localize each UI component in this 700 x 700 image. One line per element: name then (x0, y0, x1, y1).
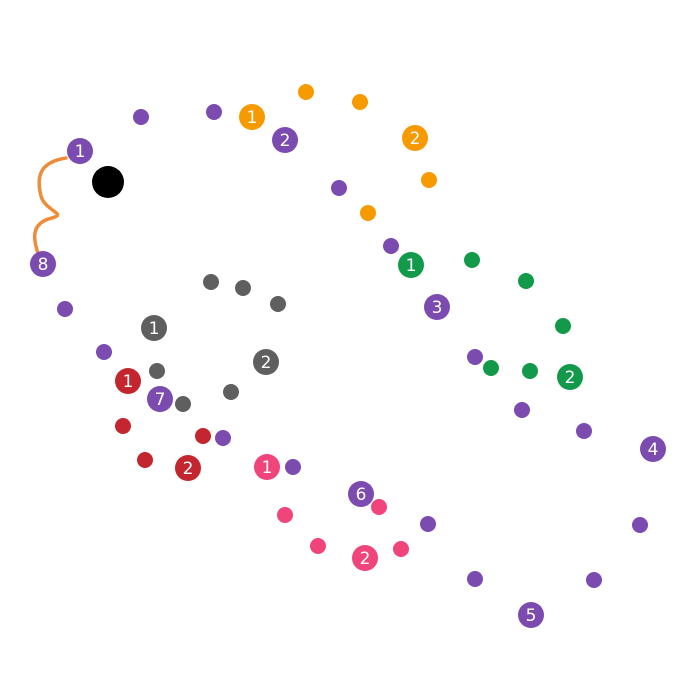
drawn-trail (32, 156, 68, 258)
node-number: 1 (75, 142, 86, 162)
node-circle (67, 138, 93, 164)
purple-numbered-node-7[interactable]: 7 (147, 386, 173, 412)
node-number: 1 (149, 319, 160, 339)
purple-dot[interactable] (133, 109, 149, 125)
node-circle (253, 349, 279, 375)
orange-dot[interactable] (298, 84, 314, 100)
gray-dot[interactable] (270, 296, 286, 312)
purple-numbered-node-8[interactable]: 8 (30, 251, 56, 277)
node-circle (348, 481, 374, 507)
purple-dot[interactable] (96, 344, 112, 360)
node-number: 2 (261, 353, 272, 373)
purple-dot[interactable] (467, 349, 483, 365)
purple-numbered-node-3[interactable]: 3 (424, 294, 450, 320)
node-number: 1 (262, 458, 273, 478)
purple-numbered-node-4[interactable]: 4 (640, 436, 666, 462)
pink-dot[interactable] (310, 538, 326, 554)
gray-dot[interactable] (203, 274, 219, 290)
pink-numbered-node-2[interactable]: 2 (352, 545, 378, 571)
purple-numbered-node-6[interactable]: 6 (348, 481, 374, 507)
node-circle (239, 104, 265, 130)
node-circle (175, 455, 201, 481)
orange-dot[interactable] (352, 94, 368, 110)
node-circle (557, 364, 583, 390)
node-number: 8 (38, 255, 49, 275)
node-circle (352, 545, 378, 571)
purple-numbered-node-1[interactable]: 1 (67, 138, 93, 164)
purple-dot[interactable] (632, 517, 648, 533)
node-circle (424, 294, 450, 320)
purple-dot[interactable] (331, 180, 347, 196)
pink-dot[interactable] (277, 507, 293, 523)
orange-numbered-node-2[interactable]: 2 (402, 125, 428, 151)
green-dot[interactable] (464, 252, 480, 268)
node-number: 4 (648, 440, 659, 460)
node-circle (640, 436, 666, 462)
node-number: 2 (360, 549, 371, 569)
node-circle (398, 252, 424, 278)
green-numbered-node-1[interactable]: 1 (398, 252, 424, 278)
node-circle (141, 315, 167, 341)
node-number: 2 (565, 368, 576, 388)
gray-dot[interactable] (223, 384, 239, 400)
player-ball[interactable] (92, 166, 124, 198)
node-circle (254, 454, 280, 480)
green-dot[interactable] (555, 318, 571, 334)
orange-dot[interactable] (360, 205, 376, 221)
node-number: 6 (356, 485, 367, 505)
green-dot[interactable] (522, 363, 538, 379)
node-number: 2 (410, 129, 421, 149)
green-dot[interactable] (483, 360, 499, 376)
red-numbered-node-2[interactable]: 2 (175, 455, 201, 481)
purple-dot[interactable] (57, 301, 73, 317)
node-number: 5 (526, 606, 537, 626)
purple-dot[interactable] (586, 572, 602, 588)
purple-numbered-node-2[interactable]: 2 (272, 127, 298, 153)
pink-dot[interactable] (371, 499, 387, 515)
red-dot[interactable] (115, 418, 131, 434)
red-dot[interactable] (195, 428, 211, 444)
node-number: 1 (247, 108, 258, 128)
purple-dot[interactable] (383, 238, 399, 254)
purple-dot[interactable] (285, 459, 301, 475)
purple-dot[interactable] (514, 402, 530, 418)
gray-dot[interactable] (235, 280, 251, 296)
pink-dot[interactable] (393, 541, 409, 557)
purple-dot[interactable] (215, 430, 231, 446)
node-number: 3 (432, 298, 443, 318)
node-circle (402, 125, 428, 151)
purple-dot[interactable] (206, 104, 222, 120)
node-number: 2 (280, 131, 291, 151)
gray-numbered-node-1[interactable]: 1 (141, 315, 167, 341)
node-circle (147, 386, 173, 412)
node-number: 1 (123, 372, 134, 392)
node-circle (30, 251, 56, 277)
gray-dot[interactable] (149, 363, 165, 379)
green-dot[interactable] (518, 273, 534, 289)
orange-dot[interactable] (421, 172, 437, 188)
node-number: 2 (183, 459, 194, 479)
pink-numbered-node-1[interactable]: 1 (254, 454, 280, 480)
purple-dot[interactable] (420, 516, 436, 532)
purple-dot[interactable] (467, 571, 483, 587)
node-circle (272, 127, 298, 153)
gray-numbered-node-2[interactable]: 2 (253, 349, 279, 375)
red-dot[interactable] (137, 452, 153, 468)
node-circle (518, 602, 544, 628)
orange-numbered-node-1[interactable]: 1 (239, 104, 265, 130)
node-number: 7 (155, 390, 166, 410)
node-circle (115, 368, 141, 394)
green-numbered-node-2[interactable]: 2 (557, 364, 583, 390)
purple-numbered-node-5[interactable]: 5 (518, 602, 544, 628)
purple-dot[interactable] (576, 423, 592, 439)
node-number: 1 (406, 256, 417, 276)
red-numbered-node-1[interactable]: 1 (115, 368, 141, 394)
gray-dot[interactable] (175, 396, 191, 412)
